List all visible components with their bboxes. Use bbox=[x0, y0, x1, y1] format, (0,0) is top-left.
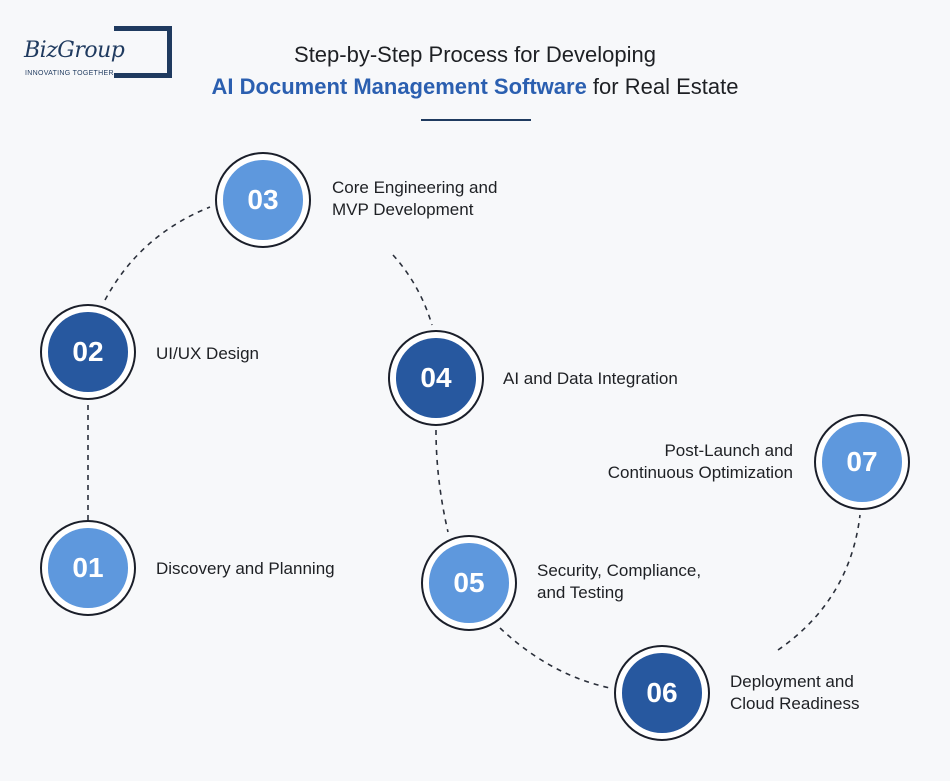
step-05-label: Security, Compliance, and Testing bbox=[537, 560, 701, 604]
step-07-circle: 07 bbox=[814, 414, 910, 510]
step-05-line-1: Security, Compliance, bbox=[537, 561, 702, 580]
step-03-circle: 03 bbox=[215, 152, 311, 248]
step-03-label: Core Engineering and MVP Development bbox=[332, 177, 497, 221]
step-07-line-1: Post-Launch and bbox=[664, 441, 793, 460]
step-02-number: 02 bbox=[48, 312, 128, 392]
step-02-line-1: UI/UX Design bbox=[156, 344, 259, 363]
step-03-line-1: Core Engineering and bbox=[332, 178, 498, 197]
title-line-1: Step-by-Step Process for Developing bbox=[294, 42, 656, 67]
step-04-circle: 04 bbox=[388, 330, 484, 426]
connector-05-06 bbox=[499, 627, 611, 689]
step-04-number: 04 bbox=[396, 338, 476, 418]
step-01-label: Discovery and Planning bbox=[156, 558, 335, 580]
connector-02-03 bbox=[104, 206, 211, 301]
step-07-label: Post-Launch and Continuous Optimization bbox=[560, 440, 793, 484]
title-line-2: AI Document Management Software for Real… bbox=[0, 74, 950, 100]
step-06-label: Deployment and Cloud Readiness bbox=[730, 671, 859, 715]
step-02-circle: 02 bbox=[40, 304, 136, 400]
title-divider bbox=[421, 119, 531, 121]
step-05-line-2: and Testing bbox=[537, 583, 624, 602]
title-rest: for Real Estate bbox=[586, 74, 739, 99]
step-04-label: AI and Data Integration bbox=[503, 368, 678, 390]
connector-04-05 bbox=[435, 429, 449, 533]
bizgroup-logo: BizGroup INNOVATING TOGETHER bbox=[22, 24, 172, 84]
connector-03-04 bbox=[392, 254, 433, 326]
step-07-number: 07 bbox=[822, 422, 902, 502]
step-06-line-1: Deployment and bbox=[730, 672, 854, 691]
step-01-line-1: Discovery and Planning bbox=[156, 559, 335, 578]
step-06-line-2: Cloud Readiness bbox=[730, 694, 860, 713]
step-04-line-1: AI and Data Integration bbox=[503, 369, 678, 388]
logo-frame bbox=[114, 26, 172, 78]
connector-06-07 bbox=[777, 514, 861, 651]
logo-tagline: INNOVATING TOGETHER bbox=[25, 70, 114, 77]
step-01-number: 01 bbox=[48, 528, 128, 608]
step-02-label: UI/UX Design bbox=[156, 343, 259, 365]
title-accent: AI Document Management Software bbox=[211, 74, 587, 99]
step-06-circle: 06 bbox=[614, 645, 710, 741]
step-07-line-2: Continuous Optimization bbox=[607, 463, 793, 482]
step-06-number: 06 bbox=[622, 653, 702, 733]
step-01-circle: 01 bbox=[40, 520, 136, 616]
step-03-number: 03 bbox=[223, 160, 303, 240]
step-05-circle: 05 bbox=[421, 535, 517, 631]
step-03-line-2: MVP Development bbox=[332, 200, 474, 219]
logo-name: BizGroup bbox=[24, 38, 125, 63]
step-05-number: 05 bbox=[429, 543, 509, 623]
